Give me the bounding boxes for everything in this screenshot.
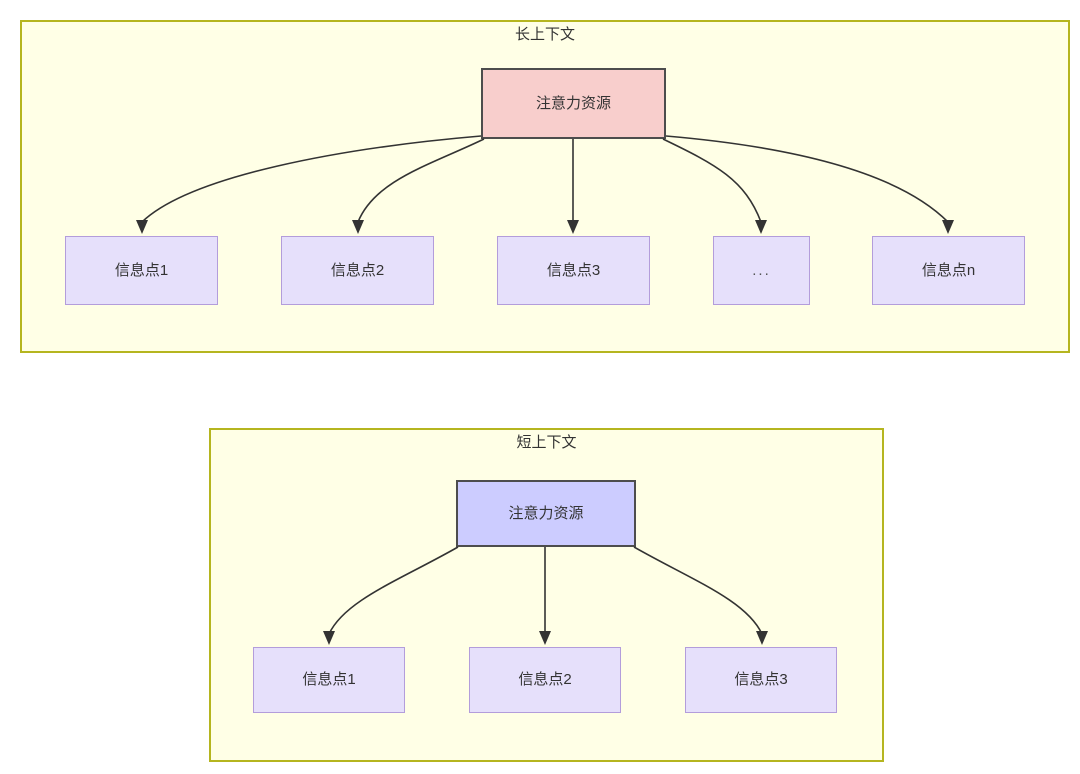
long-context-root-node[interactable]: 注意力资源 [481,68,666,139]
short-context-leaf-3[interactable]: 信息点3 [685,647,837,713]
long-context-leaf-ellipsis[interactable]: ... [713,236,810,305]
long-context-leaf-3[interactable]: 信息点3 [497,236,650,305]
panel-long-context-title: 长上下文 [514,26,575,43]
long-context-leaf-1[interactable]: 信息点1 [65,236,218,305]
short-context-leaf-2[interactable]: 信息点2 [469,647,621,713]
long-context-leaf-2[interactable]: 信息点2 [281,236,434,305]
long-context-leaf-n[interactable]: 信息点n [872,236,1025,305]
short-context-root-node[interactable]: 注意力资源 [456,480,636,547]
panel-short-context-title: 短上下文 [516,434,577,451]
short-context-leaf-1[interactable]: 信息点1 [253,647,405,713]
